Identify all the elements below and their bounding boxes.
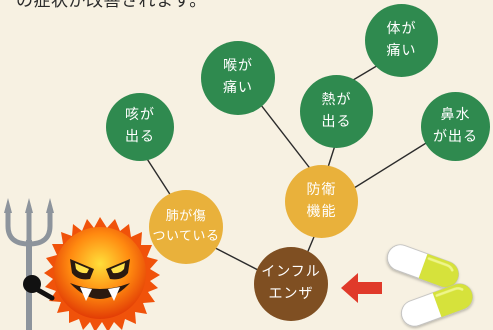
node-body-pain: 体が 痛い bbox=[365, 4, 438, 77]
top-caption: の症状が改善されます。 bbox=[16, 0, 207, 11]
node-defense-function: 防衛 機能 bbox=[285, 165, 358, 238]
node-throat-pain: 喉が 痛い bbox=[201, 41, 275, 115]
node-fever: 熱が 出る bbox=[300, 75, 373, 148]
node-influenza: インフル エンザ bbox=[254, 247, 328, 321]
node-runny-nose: 鼻水 が出る bbox=[421, 92, 490, 161]
node-lung-injury: 肺が傷 ついている bbox=[149, 190, 223, 264]
node-cough: 咳が 出る bbox=[106, 93, 174, 161]
line-defense-throat bbox=[253, 95, 320, 181]
line-defense-nose bbox=[345, 134, 440, 194]
